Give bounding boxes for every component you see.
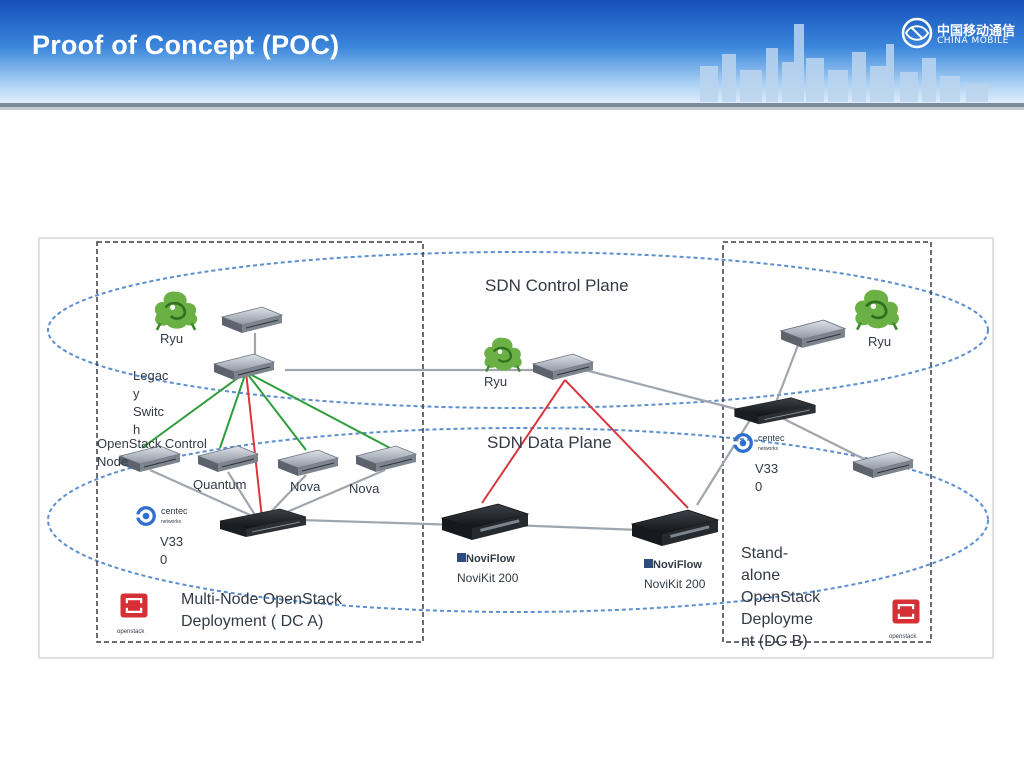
nova-label-1: Nova <box>290 479 321 494</box>
link-quantum-centec-a <box>227 471 256 516</box>
dc-a-ryu-label: Ryu <box>160 331 183 346</box>
logo-subtext: CHINA MOBILE <box>937 36 1009 46</box>
dc-b-ryu-label: Ryu <box>868 334 891 349</box>
control-plane-label: SDN Control Plane <box>485 276 629 295</box>
header-background <box>0 0 1024 110</box>
noviflow-brand-1: NoviFlow <box>466 553 515 565</box>
city-skyline-graphic <box>700 24 988 102</box>
china-mobile-logo <box>901 17 933 49</box>
nova-label-2: Nova <box>349 481 380 496</box>
dc-a-boundary <box>96 241 424 643</box>
quantum-label: Quantum <box>193 477 246 492</box>
noviflow-brand-2: NoviFlow <box>653 559 702 571</box>
control-links <box>141 371 391 451</box>
link-nova2-centec-a <box>279 468 386 517</box>
novikit-label-2: NoviKit 200 <box>644 577 706 591</box>
control-plane-ellipse <box>47 251 989 409</box>
dc-b-openstack-logo-text: openstack <box>889 634 917 640</box>
data-plane-label: SDN Data Plane <box>487 433 612 452</box>
dc-b-centec-tagline: networks <box>758 446 779 452</box>
dc-a-openstack-logo-text: openstack <box>117 629 145 635</box>
dc-a-centec-brand: centec <box>161 506 188 516</box>
dc-b-v330-label: V33 0 <box>755 461 782 494</box>
link-centec-b-server <box>769 411 871 463</box>
link-nova1-centec-a <box>267 474 307 516</box>
dc-a-deployment-label: Multi-Node OpenStack Deployment ( DC A) <box>181 591 346 630</box>
noviflow-icon-2 <box>644 559 653 568</box>
novikit-label-1: NoviKit 200 <box>457 571 519 585</box>
dc-b-deployment-label: Stand- alone OpenStack Deployme nt (DC B… <box>741 545 825 650</box>
openstack-control-node-label: OpenStack Control Node <box>97 436 210 469</box>
slide-title: Proof of Concept (POC) <box>32 30 340 60</box>
dc-a-centec-tagline: networks <box>161 519 182 525</box>
link-novikit-1-novikit-2 <box>509 523 641 532</box>
logo-text: 中国移动通信 <box>937 24 1016 39</box>
openflow-links <box>245 371 689 519</box>
dc-b-centec-brand: centec <box>758 433 785 443</box>
legacy-switch-label: Legac y Switc h <box>133 368 172 437</box>
dc-a-openstack-logo <box>120 593 148 618</box>
noviflow-icon-1 <box>457 553 466 562</box>
middle-ryu-label: Ryu <box>484 374 507 389</box>
link-ryu-server-centec-b <box>584 368 741 412</box>
link-centec-a-novikit-1 <box>299 518 461 527</box>
dc-b-boundary <box>722 241 932 643</box>
data-plane-ellipse <box>47 427 989 613</box>
link-ryu-b-centec-b <box>773 339 802 406</box>
dc-b-openstack-logo <box>892 599 920 624</box>
dc-a-v330-label: V33 0 <box>160 534 187 567</box>
slide-header: Proof of Concept (POC) 中国移动通信 CHINA MOBI… <box>0 0 1024 112</box>
link-control-node-centec-a <box>149 468 251 517</box>
